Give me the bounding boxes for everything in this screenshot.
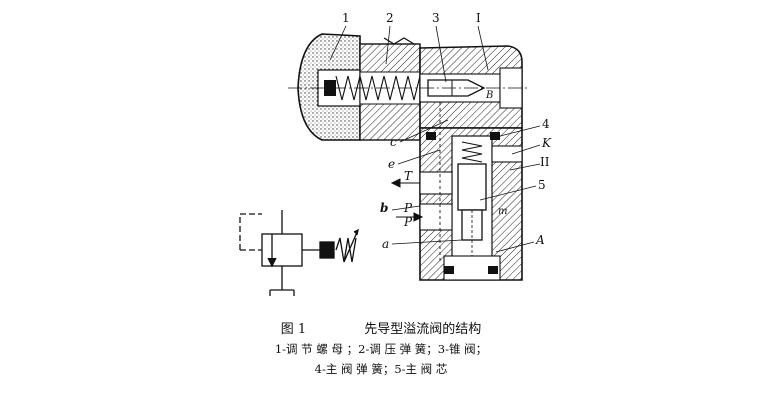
label-a: a bbox=[382, 237, 389, 251]
figure-title-text: 先导型溢流阀的结构 bbox=[364, 322, 482, 337]
label-part-2: 2 bbox=[386, 11, 394, 25]
label-p1: P bbox=[403, 201, 413, 215]
figure-title: 图 1 先导型溢流阀的结构 bbox=[0, 318, 762, 337]
pressure-spring bbox=[324, 75, 421, 101]
label-k: K bbox=[541, 136, 552, 150]
label-roman-1: I bbox=[476, 11, 481, 25]
label-t: T bbox=[404, 169, 413, 183]
label-b: b bbox=[380, 201, 388, 215]
label-part-4: 4 bbox=[542, 117, 550, 131]
label-m: m bbox=[498, 206, 507, 217]
leader-lines bbox=[329, 25, 541, 253]
main-spring bbox=[461, 141, 483, 163]
label-b-cavity: B bbox=[485, 90, 493, 101]
label-part-3: 3 bbox=[432, 11, 440, 25]
flow-arrows bbox=[390, 178, 424, 222]
label-part-5: 5 bbox=[538, 178, 546, 192]
caption-line-1: 1-调 节 螺 母 ；2-调 压 弹 簧；3-锥 阀； bbox=[274, 342, 488, 356]
figure-number: 图 1 bbox=[280, 322, 307, 337]
relief-valve-symbol bbox=[239, 210, 359, 296]
label-e: e bbox=[388, 157, 395, 171]
label-p2: P bbox=[403, 215, 413, 229]
label-a-port: A bbox=[535, 233, 545, 247]
label-roman-2: II bbox=[540, 155, 550, 169]
main-spool bbox=[457, 163, 487, 256]
label-part-1: 1 bbox=[342, 11, 350, 25]
caption-line-2: 4-主 阀 弹 簧；5-主 阀 芯 bbox=[314, 362, 448, 376]
label-c: c bbox=[390, 135, 397, 149]
